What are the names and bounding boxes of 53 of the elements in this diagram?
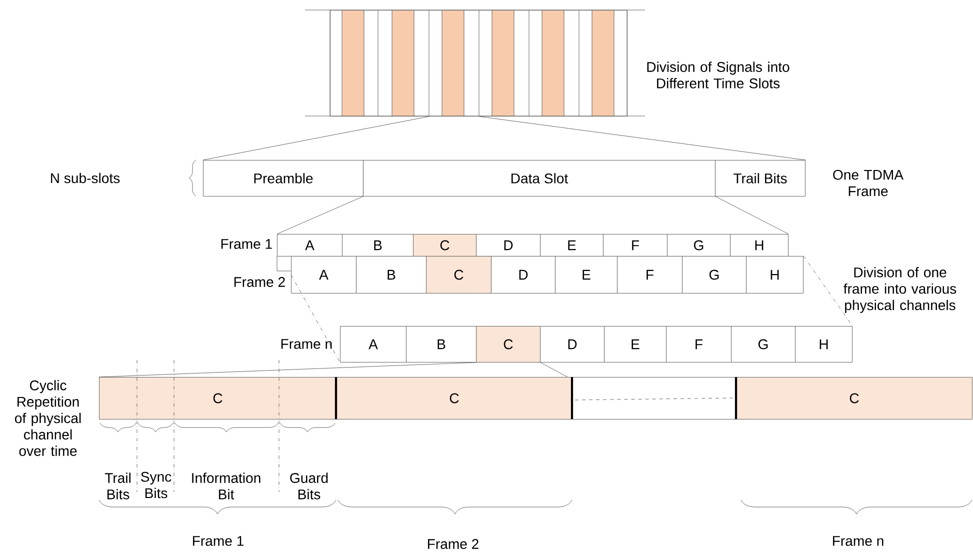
slot-cell: D [540,326,604,362]
slot-cell: G [682,256,746,294]
frame-field-box: Trail Bits [715,160,806,196]
field-label: Trail Bits [104,472,130,500]
slot-cell: F [666,326,732,362]
slot-cell: E [555,256,618,294]
slot-cell: A [340,326,406,362]
zoom-line [540,362,568,378]
side-label: One TDMA Frame [833,170,904,196]
zoom-line [715,196,789,234]
frame-field-box: Data Slot [363,160,716,196]
caption-text: Division of one frame into various physical channels [844,267,956,313]
frame-label: Frame 2 [428,539,478,549]
slot-cell: F [603,234,668,256]
row-label: Frame 1 [221,239,272,249]
zoom-line [202,116,430,160]
slot-cell: A [277,234,342,256]
channel-slot-box: C [736,377,972,420]
slot-cell: C [413,234,476,256]
projection-line [803,256,853,326]
field-label: Guard Bits [290,472,328,500]
slot-cell: G [667,234,730,256]
side-label: N sub-slots [51,172,120,184]
slot-cell: A [291,256,356,294]
zoom-line [478,116,806,160]
slot-cell: B [356,256,426,294]
field-label: Sync Bits [141,472,172,498]
slot-cell: E [540,234,604,256]
frame-field-box: Preamble [203,160,364,196]
channel-slot-box: C [336,377,572,420]
slot-cell: F [617,256,682,294]
zoom-line [276,196,364,234]
row-label: Frame 2 [234,277,285,287]
slot-cell: D [476,234,540,256]
zoom-line [98,362,476,378]
slot-cell: B [406,326,476,362]
slot-cell: E [604,326,666,362]
slot-cell: B [342,234,414,256]
slot-cell: C [476,326,540,362]
frame-label: Frame 1 [193,536,244,546]
field-label: Information Bit [192,472,260,500]
slot-cell: D [491,256,556,294]
slot-cell: H [730,234,788,256]
caption-text: Division of Signals into Different Time Slots [647,62,790,88]
channel-slot-box: C [99,377,336,420]
frame-label: Frame n [833,536,884,546]
slot-cell: H [746,256,804,294]
slot-cell: G [731,326,796,362]
projection-line [290,274,340,363]
row-label: Frame n [281,339,332,349]
caption-text: Cyclic Repetition of physical channel over time [15,380,81,456]
slot-cell: H [795,326,852,362]
slot-cell: C [426,256,492,294]
